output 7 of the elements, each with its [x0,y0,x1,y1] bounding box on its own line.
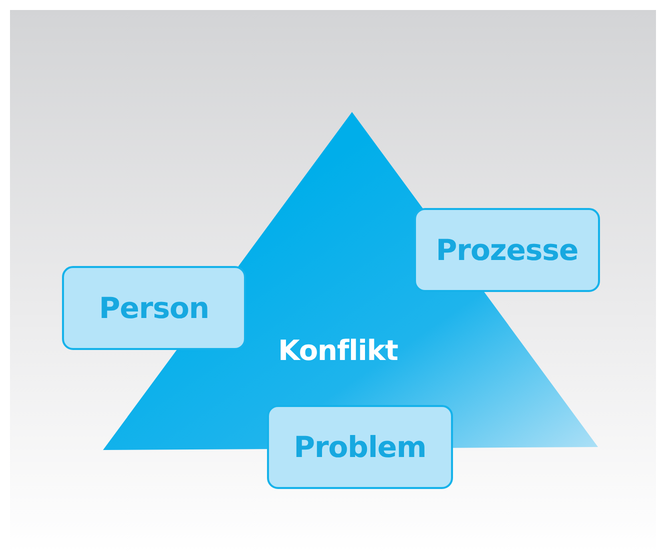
label-box [267,405,453,489]
triangle-label: Konflikt [277,334,399,367]
label-box [62,266,246,350]
box-label: Prozesse [436,233,578,267]
label-box [414,208,600,292]
box-label: Person [98,291,210,325]
box-label: Problem [294,430,426,464]
